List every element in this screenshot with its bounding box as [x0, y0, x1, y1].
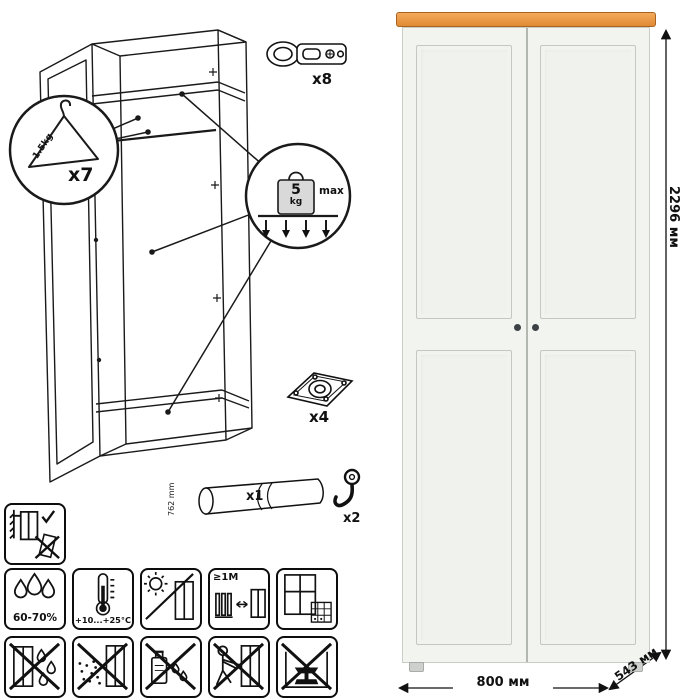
thermometer-icon [95, 573, 115, 616]
no-abrasive-icon [76, 642, 129, 691]
hanger-callout [8, 94, 120, 206]
door-panel [416, 45, 512, 319]
rod-count-label: x1 [246, 489, 264, 504]
right-door-knob [532, 324, 539, 331]
wardrobe-right-door [527, 28, 649, 662]
callout-leader-lines [63, 91, 299, 415]
care-no-dragging [208, 636, 270, 698]
wireframe-wardrobe [39, 29, 253, 483]
care-sunlight [140, 568, 202, 630]
sun-icon [143, 571, 194, 620]
hook-count-label: x2 [343, 511, 361, 526]
care-no-water [4, 636, 66, 698]
care-no-solvent [140, 636, 202, 698]
rod-length-label: 762 mm [167, 482, 176, 516]
humidity-label: 60-70% [12, 612, 58, 624]
caster-icon [286, 372, 354, 407]
care-temperature: +10...+25°C [72, 568, 134, 630]
no-drag-icon [212, 642, 265, 691]
wardrobe-top-panel [396, 12, 656, 27]
care-ventilation [276, 568, 338, 630]
no-solvent-icon [144, 642, 197, 691]
left-door-knob [514, 324, 521, 331]
height-dimension-label: 2296 мм [666, 186, 681, 248]
wardrobe-foot-left [409, 662, 424, 672]
door-panel [540, 350, 636, 645]
radiator-distance-icon [214, 588, 266, 619]
care-humidity: 60-70% [4, 568, 66, 630]
wardrobe-body [402, 27, 650, 663]
caster-count-label: x4 [309, 408, 330, 426]
load-unit-label: kg [289, 197, 303, 207]
care-no-abrasive [72, 636, 134, 698]
door-gap [526, 28, 528, 662]
door-panel [416, 350, 512, 645]
wall-anchor-icon [9, 509, 60, 559]
water-drops-icon [13, 572, 56, 599]
min-distance-label: ≥1M [213, 572, 239, 583]
hinge-icon [266, 41, 347, 67]
no-heavy-icon [280, 642, 333, 691]
temperature-label: +10...+25°C [75, 615, 131, 625]
window-icon [284, 574, 332, 623]
load-max-label: max [319, 185, 344, 197]
care-heat-distance: ≥1M [208, 568, 270, 630]
load-value-label: 5 [291, 182, 301, 198]
hinge-count-label: x8 [312, 70, 333, 88]
hanger-capacity-label: 1.5kg [31, 131, 56, 162]
care-no-heavy-load [276, 636, 338, 698]
wardrobe-left-door [403, 28, 525, 662]
width-dimension-label: 800 мм [453, 675, 553, 690]
door-panel [540, 45, 636, 319]
no-water-icon [8, 642, 61, 691]
hanger-count-label: x7 [68, 164, 94, 186]
care-anchor [4, 503, 66, 565]
hook-icon [333, 468, 361, 508]
